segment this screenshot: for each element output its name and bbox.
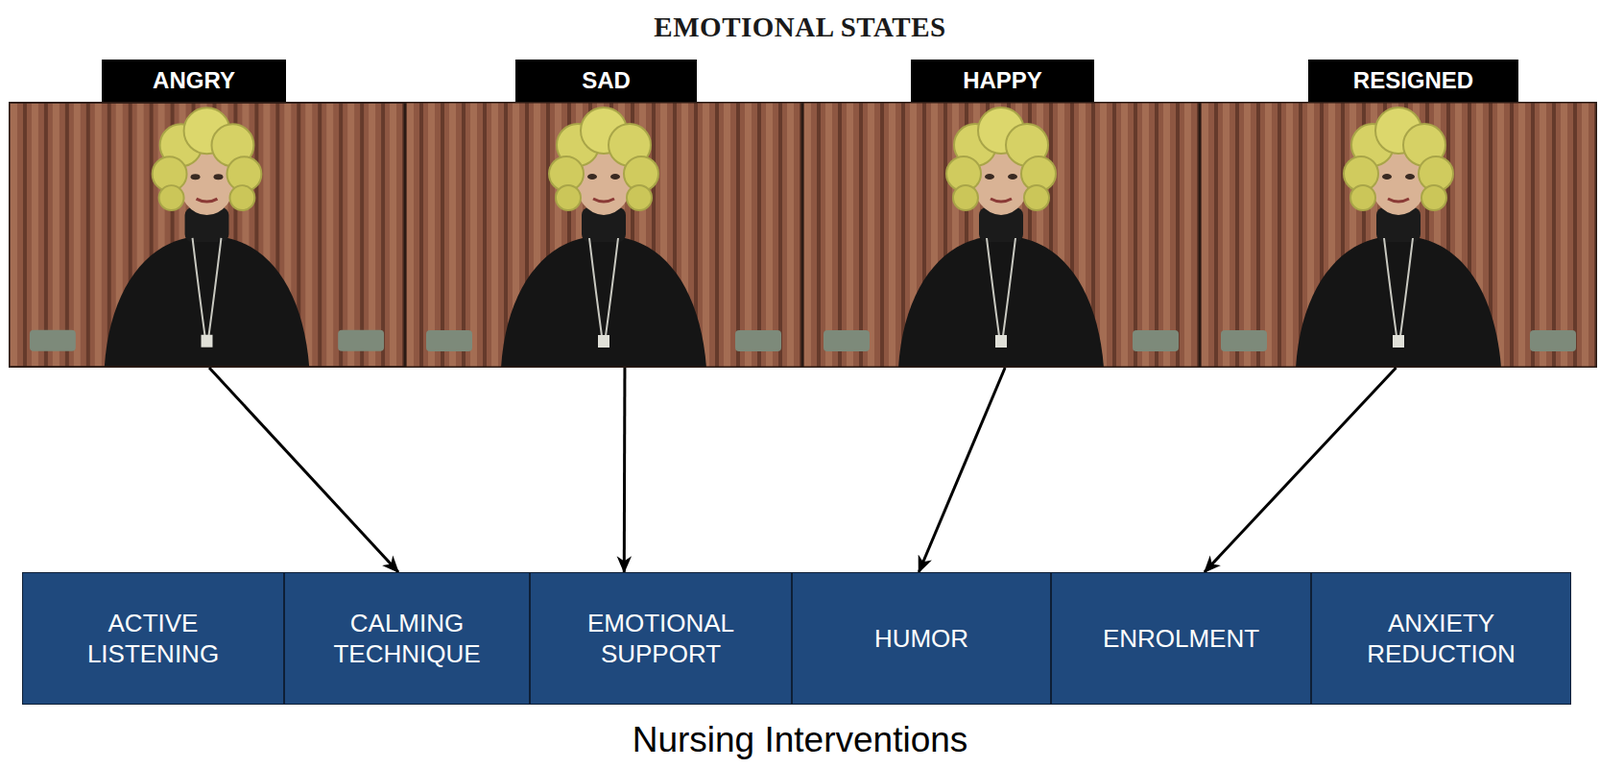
intervention-label: HUMOR — [874, 622, 969, 655]
diagram-title: EMOTIONAL STATES — [0, 11, 1600, 44]
intervention-box: ANXIETY REDUCTION — [1311, 572, 1572, 705]
intervention-box: EMOTIONAL SUPPORT — [529, 572, 792, 705]
arrow-connector — [622, 367, 627, 573]
emotion-photo-frame: RESIGNED — [1199, 59, 1598, 368]
angry-photo — [8, 101, 406, 367]
sad-photo — [405, 101, 803, 368]
intervention-box: ACTIVE LISTENING — [22, 572, 285, 705]
emotion-photo-frame: ANGRY — [8, 59, 406, 368]
happy-photo — [802, 101, 1200, 368]
emotion-photo-frame: HAPPY — [802, 59, 1200, 368]
emotion-photo-frame: SAD — [405, 59, 803, 368]
resigned-photo — [1199, 101, 1598, 368]
arrow-connector — [918, 367, 1005, 573]
intervention-box: CALMING TECHNIQUE — [284, 572, 530, 705]
arrow-connector — [1204, 367, 1397, 573]
intervention-label: CALMING TECHNIQUE — [318, 607, 497, 670]
emotion-label: RESIGNED — [1308, 59, 1519, 102]
diagram-caption: Nursing Interventions — [0, 719, 1600, 761]
emotion-label: SAD — [515, 59, 697, 102]
intervention-box: HUMOR — [791, 572, 1051, 705]
intervention-label: ANXIETY REDUCTION — [1352, 607, 1530, 670]
intervention-label: EMOTIONAL SUPPORT — [572, 607, 750, 670]
intervention-label: ACTIVE LISTENING — [64, 607, 242, 670]
emotion-label: HAPPY — [910, 59, 1095, 102]
arrow-connector — [209, 367, 399, 573]
intervention-label: ENROLMENT — [1102, 622, 1260, 655]
intervention-box: ENROLMENT — [1050, 572, 1312, 705]
emotion-label: ANGRY — [101, 59, 287, 102]
